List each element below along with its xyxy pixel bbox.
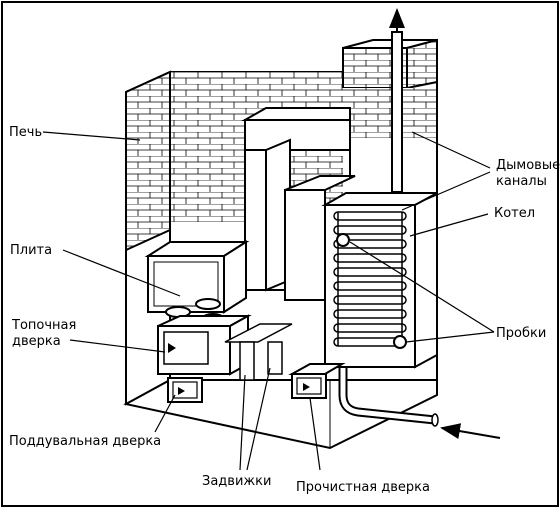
label-pech: Печь [9, 125, 43, 140]
leader-lines [42, 131, 495, 471]
leader-probki-2 [405, 331, 495, 343]
inlet-arrow [440, 423, 501, 439]
leader-dymovye-1 [411, 131, 491, 169]
inlet-pipe [338, 368, 439, 427]
label-dymovye-line1: Дымовые [496, 158, 560, 173]
leader-pech [42, 131, 141, 141]
leader-topochnaya [69, 339, 166, 353]
label-zadvizhki: Задвижки [202, 474, 272, 489]
label-dymovye-line2: каналы [496, 174, 547, 189]
smoke-channels [241, 107, 356, 301]
dampers [224, 323, 293, 381]
boiler-coil [333, 211, 407, 347]
leader-podduvalnaya [154, 394, 176, 433]
hotplate [144, 240, 250, 323]
label-topochnaya-line2: дверка [12, 334, 61, 349]
label-kotel: Котел [494, 206, 536, 221]
leader-probki-1 [349, 241, 495, 333]
leader-dymovye-2 [401, 171, 491, 211]
firebox [157, 314, 252, 376]
leader-plita [62, 249, 181, 297]
plug-bottom [393, 335, 407, 349]
leader-kotel [409, 213, 489, 237]
label-topochnaya-line1: Топочная [12, 318, 77, 333]
label-prochistnaya: Прочистная дверка [296, 480, 430, 495]
boiler [321, 191, 438, 369]
leader-prochistnaya [309, 397, 321, 471]
label-plita: Плита [10, 243, 53, 258]
chimney-block [342, 38, 438, 90]
cleanout-door [288, 363, 346, 399]
flue-pipe [389, 8, 405, 193]
plug-top [336, 233, 350, 247]
label-probki: Пробки [496, 326, 547, 341]
label-podduvalnaya: Поддувальная дверка [9, 434, 162, 449]
